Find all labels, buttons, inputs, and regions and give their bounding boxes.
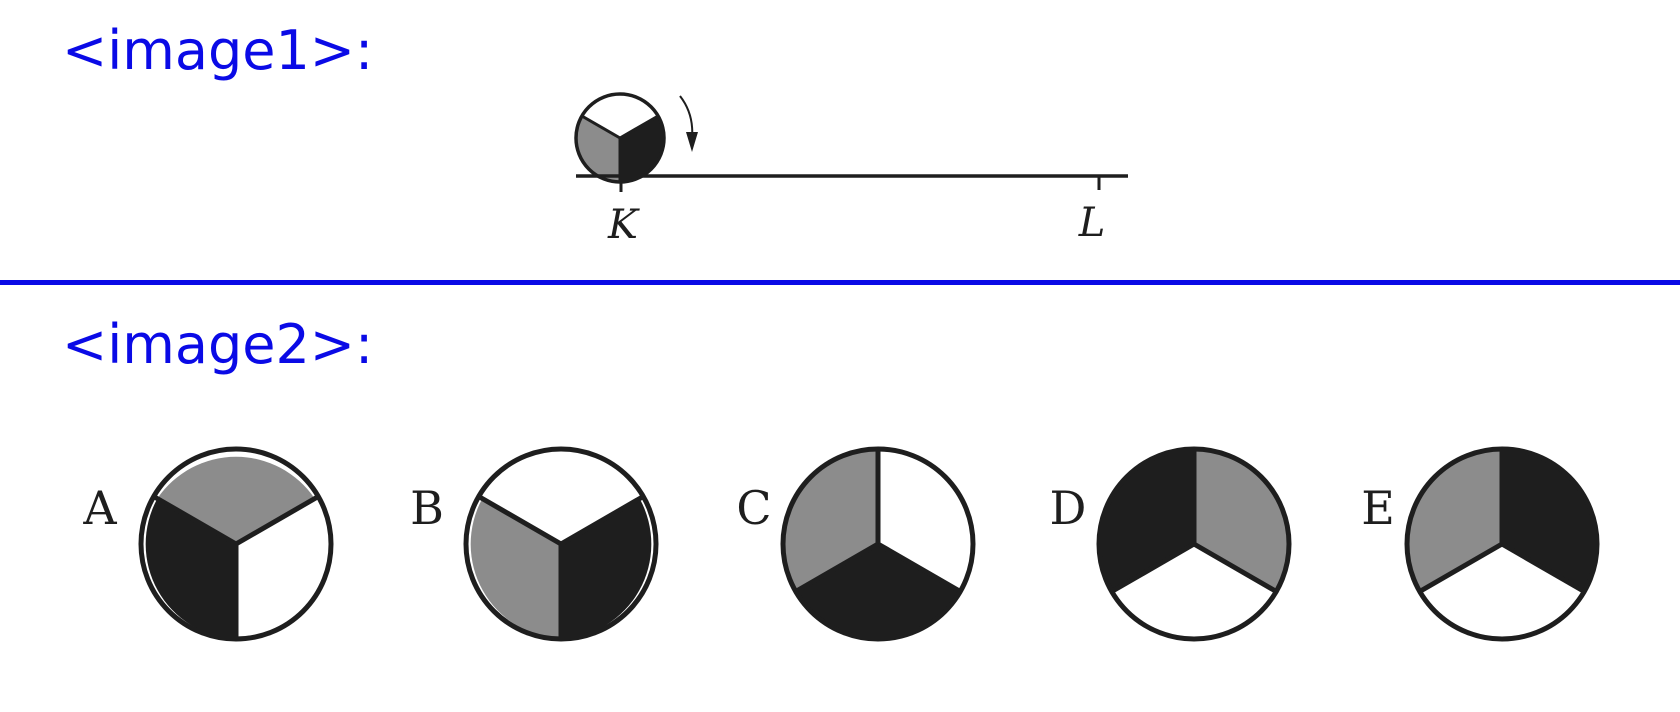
rolling-wheel-diagram: K L bbox=[574, 92, 1128, 248]
label-l: L bbox=[1078, 200, 1106, 246]
option-d: D bbox=[1050, 446, 1292, 642]
clockwise-arrow-icon bbox=[679, 95, 698, 152]
image1-title: <image1>: bbox=[62, 19, 374, 82]
option-c-sector-bottom bbox=[795, 544, 961, 639]
option-b: B bbox=[410, 446, 659, 642]
option-e: E bbox=[1361, 446, 1600, 642]
label-k: K bbox=[607, 202, 640, 248]
answer-options: A B C D bbox=[82, 446, 1600, 642]
option-a-sector-top bbox=[157, 456, 315, 544]
option-d-label: D bbox=[1050, 481, 1087, 535]
option-c-label: C bbox=[736, 481, 771, 535]
option-d-sector-bottom bbox=[1111, 544, 1277, 639]
option-e-sector-bottom bbox=[1419, 544, 1585, 639]
option-b-label: B bbox=[410, 481, 444, 535]
option-a: A bbox=[82, 446, 334, 642]
option-b-sector-top bbox=[482, 456, 640, 544]
rolling-wheel bbox=[574, 92, 666, 184]
option-a-label: A bbox=[82, 481, 117, 535]
option-c: C bbox=[736, 446, 976, 642]
option-e-label: E bbox=[1361, 481, 1395, 535]
image2-title: <image2>: bbox=[62, 313, 374, 376]
panel-separator bbox=[0, 280, 1680, 285]
